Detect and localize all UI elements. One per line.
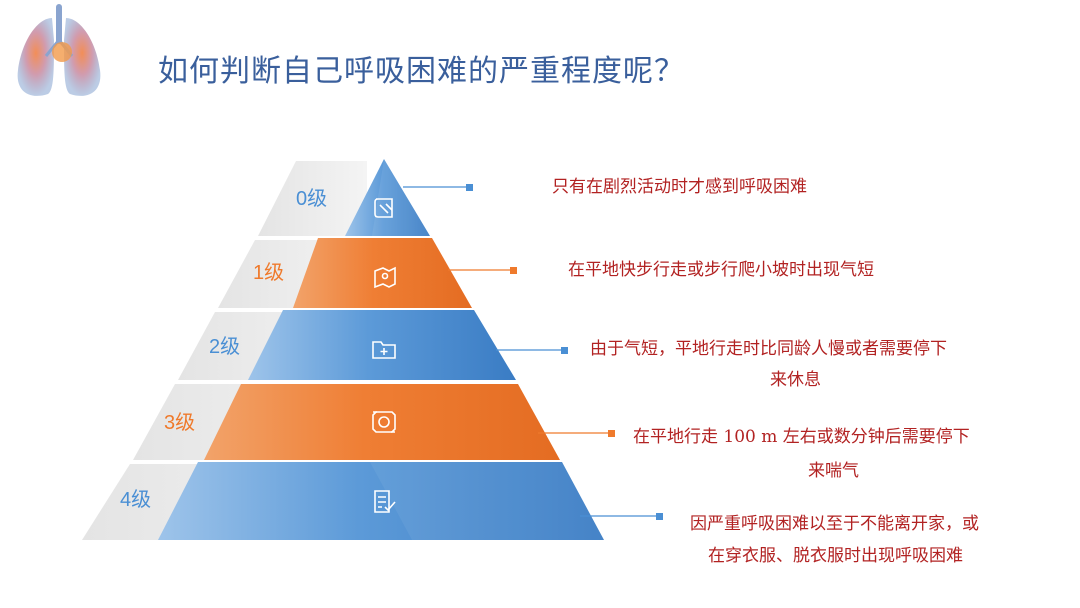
scroll-pen-icon xyxy=(374,198,393,218)
level-0-connector xyxy=(403,184,473,191)
lungs-logo xyxy=(17,4,101,96)
level-0-label: 0级 xyxy=(296,187,327,210)
level-0-back-panel xyxy=(258,161,367,236)
level-2-label: 2级 xyxy=(209,335,240,358)
level-0-description: 只有在剧烈活动时才感到呼吸困难 xyxy=(552,177,807,197)
level-4-connector xyxy=(580,513,663,520)
level-2-description: 由于气短，平地行走时比同龄人慢或者需要停下 来休息 xyxy=(590,339,947,390)
level-1-label: 1级 xyxy=(253,261,284,284)
level-0-band xyxy=(345,159,430,236)
level-3-description: 在平地行走 100 m 左右或数分钟后需要停下 来喘气 xyxy=(633,427,970,481)
level-3-band xyxy=(204,384,560,460)
camera-icon xyxy=(372,411,396,433)
level-1-description: 在平地快步行走或步行爬小坡时出现气短 xyxy=(568,260,874,280)
checklist-icon xyxy=(374,490,396,513)
level-2-band xyxy=(248,310,516,380)
level-4-band xyxy=(158,462,604,540)
page-title: 如何判断自己呼吸困难的严重程度呢？ xyxy=(158,54,685,89)
level-2-connector xyxy=(496,347,568,354)
folder-plus-icon xyxy=(372,341,396,359)
map-pin-icon xyxy=(374,266,396,289)
level-1-band xyxy=(293,238,472,308)
level-4-label: 4级 xyxy=(120,488,151,511)
level-4-description: 因严重呼吸困难以至于不能离开家，或 在穿衣服、脱衣服时出现呼吸困难 xyxy=(690,514,979,566)
level-3-label: 3级 xyxy=(164,411,195,434)
level-1-connector xyxy=(448,267,517,274)
level-3-connector xyxy=(538,430,615,437)
